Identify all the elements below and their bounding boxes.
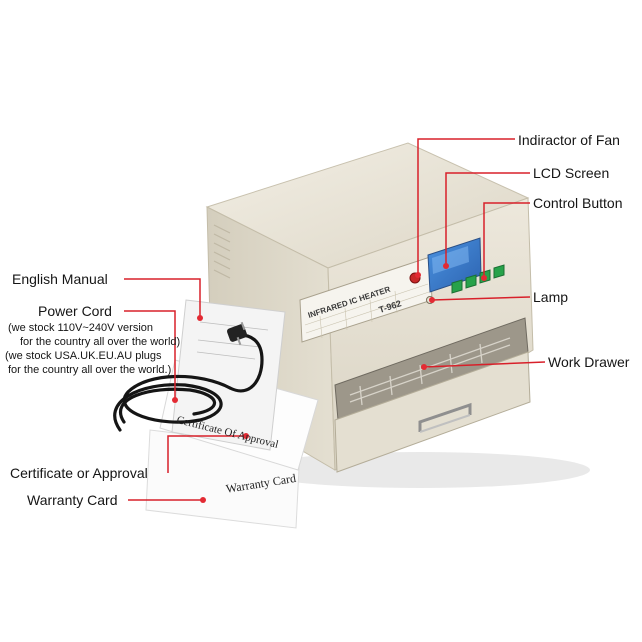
button-1[interactable] — [451, 279, 463, 294]
power-plug — [226, 321, 248, 346]
work-drawer-front[interactable] — [334, 351, 531, 473]
lcd-glare — [432, 246, 469, 274]
fan-callout-line — [417, 138, 515, 275]
certificate-callout-line — [167, 435, 246, 473]
callout-lines — [124, 138, 546, 501]
lamp-callout-line — [431, 296, 531, 301]
side-vents — [213, 224, 231, 279]
plug-note-line-2: for the country all over the world.) — [8, 364, 172, 376]
warranty-card-label: Warranty Card — [27, 492, 118, 508]
power-cord — [113, 333, 264, 432]
fan-indicator-label: Indiractor of Fan — [518, 132, 620, 148]
lcd-screen-label: LCD Screen — [533, 165, 610, 181]
manual-text-lines — [196, 321, 269, 360]
power-cord-label: Power Cord — [38, 303, 112, 319]
label-grid — [304, 283, 430, 339]
drawer-handle[interactable] — [418, 402, 472, 433]
button-4[interactable] — [493, 264, 505, 279]
work-drawer-label: Work Drawer — [548, 354, 630, 370]
drawer-callout-line — [423, 361, 546, 368]
english-manual-label: English Manual — [12, 271, 108, 287]
voltage-note-line-2: for the country all over the world) — [20, 336, 181, 348]
manual-callout-line — [124, 278, 201, 318]
button-callout-line — [483, 202, 530, 278]
plug-note-line-1: (we stock USA.UK.EU.AU plugs — [5, 350, 162, 362]
lamp-label: Lamp — [533, 289, 569, 305]
cord-callout-line — [124, 310, 176, 400]
callout-dots — [172, 263, 487, 503]
voltage-note-line-1: (we stock 110V~240V version — [8, 322, 154, 334]
lcd-callout-line — [445, 172, 530, 266]
certificate-label: Certificate or Approval — [10, 465, 148, 481]
control-button-label: Control Button — [533, 195, 623, 211]
button-2[interactable] — [465, 274, 477, 289]
